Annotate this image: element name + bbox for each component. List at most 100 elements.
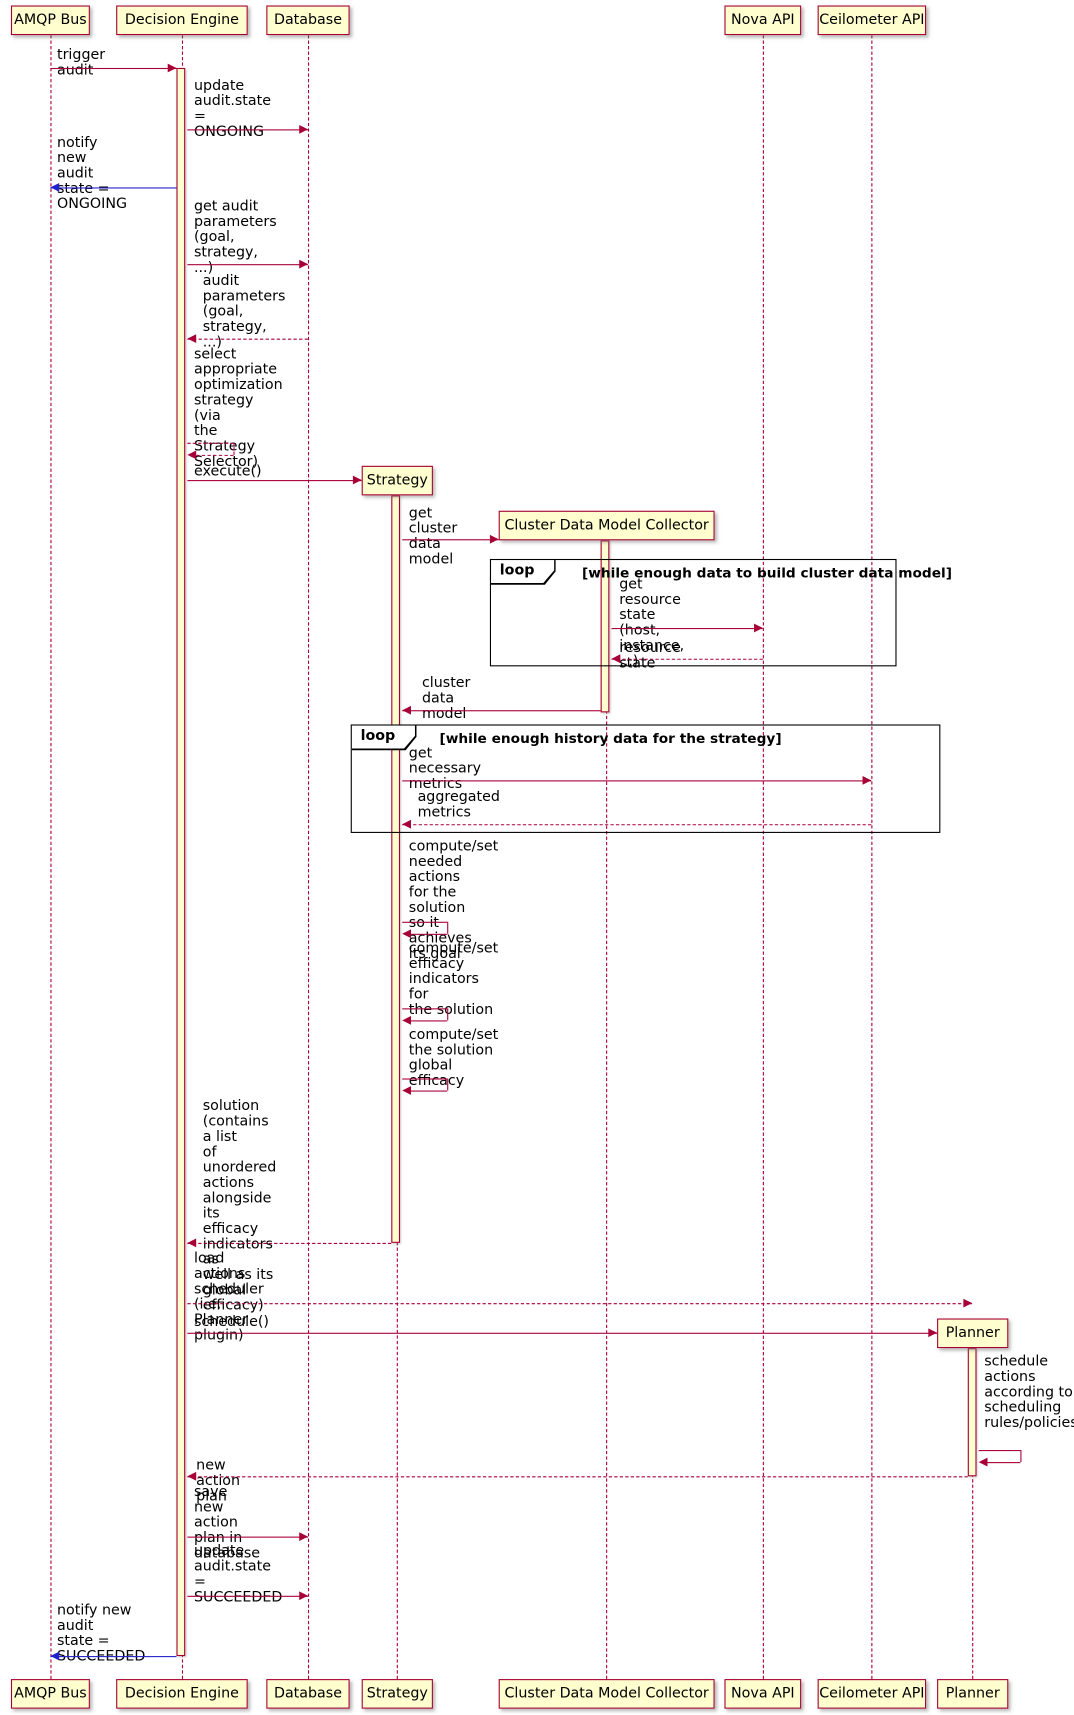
message-label: get audit parameters (goal, strategy, ..…: [193, 198, 277, 277]
activation-cluster-data-model-collector: [600, 540, 610, 713]
message-label: compute/set needed actions for the solut…: [408, 838, 499, 963]
arrow-line: [447, 1078, 449, 1091]
lifeline-nova-api: [762, 35, 764, 1680]
participant-strategy-created: Strategy: [361, 465, 433, 496]
arrowhead: [611, 654, 621, 664]
message-label: resource state: [619, 640, 681, 672]
message-label: update audit.state = ONGOING: [193, 77, 271, 141]
loop-condition: [while enough data to build cluster data…: [581, 564, 952, 581]
arrow-line: [187, 1242, 392, 1244]
message-label: trigger audit: [56, 47, 106, 79]
arrowhead: [402, 819, 411, 829]
arrow-line: [402, 539, 499, 541]
arrow-line: [187, 442, 234, 444]
loop-frame-history-data: [350, 724, 941, 833]
participant-decision-engine-top: Decision Engine: [116, 5, 248, 36]
message-label: get necessary metrics: [408, 745, 482, 793]
arrow-line: [187, 264, 308, 266]
arrowhead: [187, 334, 197, 344]
lifeline-cluster-data-model-collector: [606, 540, 608, 1680]
message-label: update audit.state = SUCCEEDED: [193, 1543, 283, 1606]
loop-tab: loop: [352, 726, 417, 751]
arrow-line: [410, 1020, 448, 1022]
arrow-line: [187, 1476, 968, 1478]
arrow-line: [187, 1536, 308, 1538]
message-label: compute/set efficacy indicators for the …: [408, 940, 499, 1019]
loop-condition: [while enough history data for the strat…: [439, 729, 782, 747]
lifeline-amqp-bus: [50, 35, 52, 1680]
lifeline-database: [307, 35, 310, 1680]
arrow-line: [987, 1462, 1021, 1464]
participant-strategy-bottom: Strategy: [361, 1679, 433, 1709]
arrow-line: [447, 1008, 449, 1021]
message-label: get cluster data model: [408, 505, 458, 568]
arrow-line: [410, 1090, 448, 1092]
activation-strategy: [391, 495, 401, 1243]
participant-decision-engine-bottom: Decision Engine: [116, 1679, 248, 1709]
message-label: save new action plan in database: [193, 1483, 261, 1562]
arrow-line: [410, 933, 448, 935]
arrow-line: [233, 442, 235, 455]
message-label: audit parameters (goal, strategy, ...): [202, 272, 286, 351]
activation-decision-engine: [176, 67, 186, 1657]
message-label: schedule actions according to scheduling…: [984, 1353, 1074, 1432]
message-label: load actions scheduler (i.e. Planner plu…: [193, 1250, 264, 1344]
loop-keyword: loop: [491, 560, 554, 583]
arrowhead: [402, 1086, 411, 1095]
arrowhead: [187, 1471, 197, 1481]
participant-amqp-bus-bottom: AMQP Bus: [10, 1679, 90, 1709]
arrowhead: [862, 775, 872, 785]
arrow-line: [187, 338, 308, 340]
arrowhead: [299, 1532, 308, 1541]
arrowhead: [402, 929, 411, 939]
arrowhead: [299, 124, 308, 134]
message-label: execute(): [193, 463, 262, 481]
arrow-line: [402, 824, 872, 826]
participant-nova-api-bottom: Nova API: [724, 1679, 802, 1709]
arrow-line: [50, 1656, 177, 1658]
message-label: compute/set the solution global efficacy: [408, 1026, 499, 1090]
arrow-line: [611, 628, 763, 630]
message-label: cluster data model: [421, 675, 471, 723]
arrow-line: [402, 710, 601, 712]
activation-planner: [967, 1348, 977, 1477]
lifeline-ceilometer-api: [871, 35, 873, 1680]
participant-ceilometer-api-bottom: Ceilometer API: [817, 1679, 927, 1709]
arrowhead: [978, 1457, 988, 1467]
participant-ceilometer-api-top: Ceilometer API: [817, 5, 927, 36]
arrow-line: [402, 1008, 448, 1010]
arrow-line: [187, 129, 308, 131]
message-label: notify new audit state = ONGOING: [56, 134, 128, 213]
arrow-line: [402, 921, 448, 923]
participant-database-bottom: Database: [266, 1679, 350, 1709]
participant-planner-created: Planner: [937, 1318, 1009, 1349]
arrowhead: [754, 623, 763, 633]
arrow-line: [402, 780, 872, 782]
arrow-line: [611, 658, 763, 660]
arrowhead: [299, 1591, 308, 1601]
loop-keyword: loop: [352, 726, 415, 749]
arrowhead: [167, 63, 177, 73]
arrow-line: [187, 1595, 308, 1597]
arrowhead: [187, 1238, 197, 1248]
arrowhead: [928, 1328, 938, 1338]
arrow-line: [187, 480, 362, 482]
arrowhead: [402, 1015, 411, 1025]
arrow-line: [50, 187, 177, 189]
participant-nova-api-top: Nova API: [724, 5, 802, 36]
message-label: schedule(): [193, 1314, 269, 1331]
arrowhead: [187, 450, 197, 460]
arrowhead: [402, 705, 411, 715]
loop-tab: loop: [491, 560, 556, 585]
arrowhead: [489, 534, 499, 544]
arrowhead: [50, 1651, 60, 1661]
arrow-line: [187, 1303, 973, 1305]
lifeline-planner: [972, 1348, 974, 1680]
message-label: solution (contains a list of unordered a…: [202, 1098, 277, 1315]
arrowhead: [299, 259, 308, 269]
arrow-line: [50, 67, 177, 70]
arrow-line: [1020, 1450, 1022, 1463]
arrow-line: [187, 1332, 938, 1334]
arrow-line: [402, 1078, 448, 1080]
